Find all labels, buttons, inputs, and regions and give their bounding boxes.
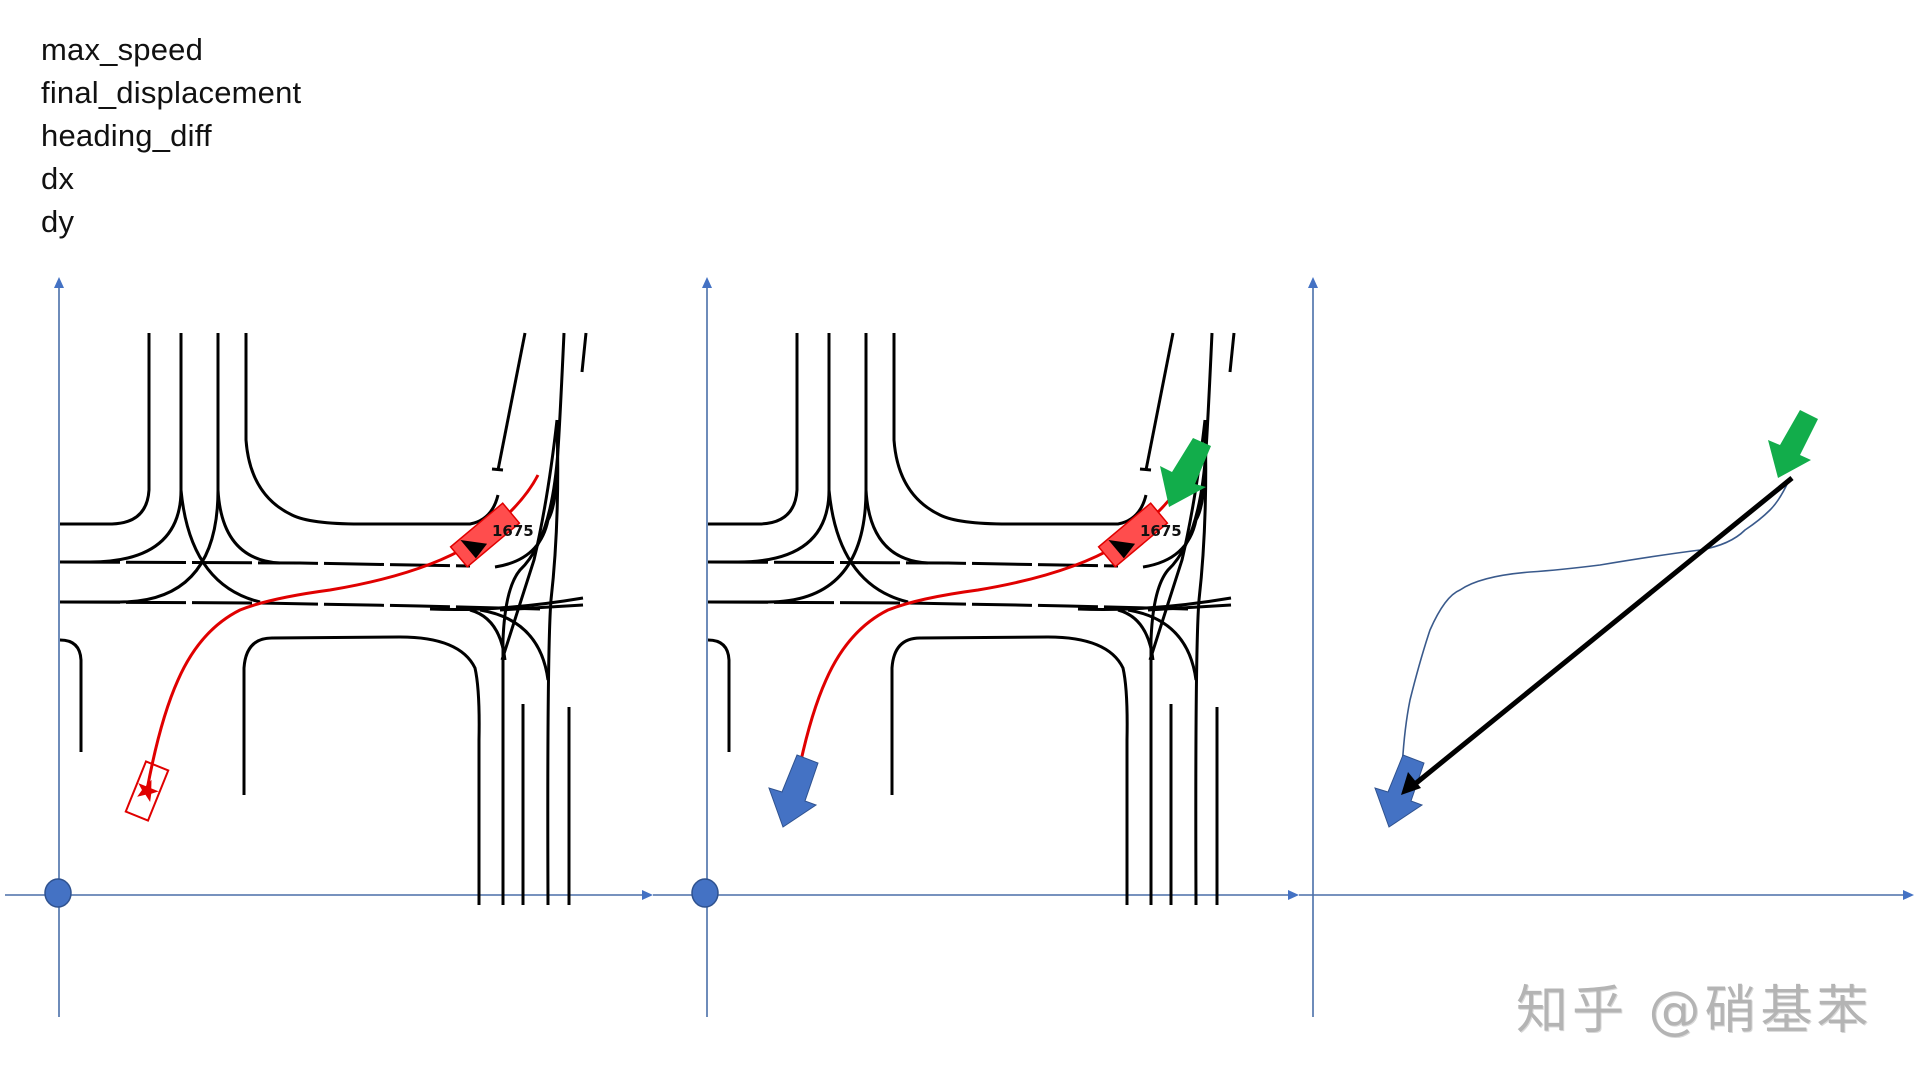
watermark: 知乎 @硝基苯 <box>1516 981 1873 1041</box>
displacement-arrow <box>1413 476 1794 786</box>
y-axis-arrow-icon <box>54 277 64 288</box>
x-axis-arrow-icon <box>1903 890 1914 900</box>
x-axis-arrow-icon <box>642 890 653 900</box>
trajectory-line <box>1401 479 1790 771</box>
road-network <box>58 331 588 907</box>
star-icon <box>137 779 159 802</box>
y-axis-arrow-icon <box>702 277 712 288</box>
end-heading-arrow-icon <box>1374 754 1425 828</box>
start-heading-arrow-icon <box>1160 438 1211 507</box>
agent-id-label: 1675 <box>492 522 534 540</box>
feature-final-displacement: final_displacement <box>41 75 302 110</box>
panel-map-trajectory: 1675 <box>5 277 653 1017</box>
feature-heading-diff: heading_diff <box>41 118 212 153</box>
displacement-arrow-head-icon <box>1401 772 1421 795</box>
start-heading-arrow-icon <box>1768 410 1818 478</box>
origin-dot <box>691 878 719 908</box>
origin-dot <box>44 878 72 908</box>
feature-max-speed: max_speed <box>41 32 204 67</box>
feature-list: max_speed final_displacement heading_dif… <box>41 28 301 243</box>
feature-dy: dy <box>41 204 75 239</box>
start-star-box <box>124 760 170 822</box>
panel-displacement-vector <box>1299 277 1914 1017</box>
end-heading-arrow-icon <box>768 754 819 828</box>
x-axis-arrow-icon <box>1288 890 1299 900</box>
panel-map-trajectory-headings: 1675 <box>653 277 1299 1017</box>
y-axis-arrow-icon <box>1308 277 1318 288</box>
feature-dx: dx <box>41 161 75 196</box>
agent-id-label: 1675 <box>1140 522 1182 540</box>
